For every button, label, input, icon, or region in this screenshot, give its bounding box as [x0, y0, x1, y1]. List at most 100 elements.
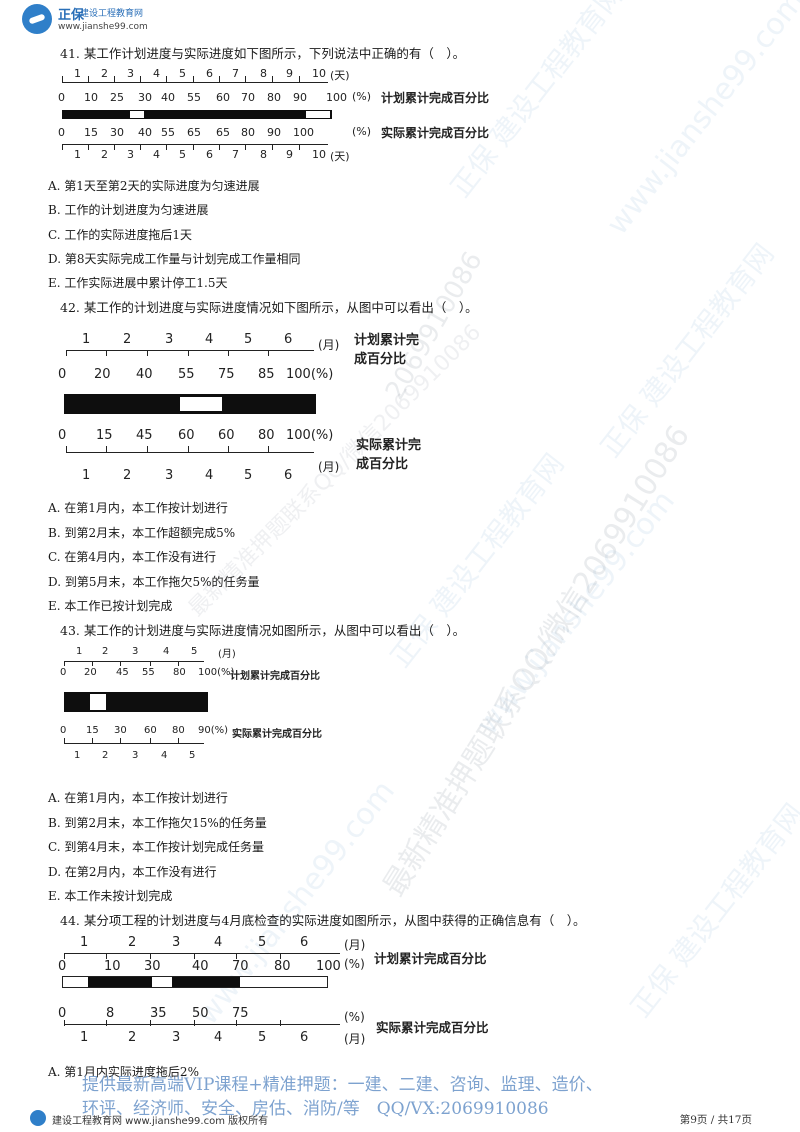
axis-label: 30 [144, 959, 161, 974]
axis-label: 60 [218, 428, 235, 443]
axis-label: 3 [127, 148, 134, 161]
axis-label: 90(%) [198, 725, 229, 736]
actual-unit: (%) [352, 125, 372, 138]
q42-option-a: A. 在第1月内，本工作按计划进行 [48, 501, 228, 515]
axis-label: 100 [326, 91, 347, 104]
axis-label: 100 [316, 959, 341, 974]
axis-label: 5 [258, 1030, 267, 1045]
axis-tick [120, 738, 121, 743]
q43-option-d: D. 在第2月内，本工作没有进行 [48, 865, 217, 879]
actual-unit: (%) [344, 1010, 365, 1024]
q43-option-c: C. 到第4月末，本工作按计划完成任务量 [48, 840, 265, 854]
axis-label: 6 [206, 67, 213, 80]
axis-tick [106, 1020, 107, 1026]
axis-label: 1 [80, 935, 89, 950]
plan-caption: 计划累计完成百分比 [374, 951, 487, 966]
axis-label: 10 [312, 148, 326, 161]
q42-option-d: D. 到第5月末，本工作拖欠5%的任务量 [48, 575, 260, 589]
axis-label: 15 [84, 126, 98, 139]
plan-unit: (%) [344, 957, 365, 971]
time-axis-bottom [64, 743, 204, 744]
axis-label: 1 [76, 646, 83, 657]
axis-label: 2 [101, 148, 108, 161]
q42-option-b: B. 到第2月末，本工作超额完成5% [48, 526, 236, 540]
axis-label: 1 [82, 332, 91, 347]
axis-tick [88, 144, 89, 150]
q41-option-c: C. 工作的实际进度拖后1天 [48, 228, 193, 242]
axis-tick [299, 144, 300, 150]
axis-label: 1 [82, 468, 91, 483]
plan-caption: 计划累计完成百分比 [381, 91, 490, 105]
logo-icon [22, 4, 52, 34]
axis-label: 5 [191, 646, 198, 657]
axis-label: 9 [286, 67, 293, 80]
question-43: 43. 某工作的计划进度与实际进度情况如图所示，从图中可以看出（ ）。 [60, 623, 466, 638]
axis-label: 80 [267, 91, 281, 104]
top-unit: (月) [218, 649, 236, 660]
bottom-unit: (月) [318, 460, 340, 474]
axis-label: 80 [274, 959, 291, 974]
axis-label: 60 [144, 725, 157, 736]
axis-label: 45 [116, 667, 129, 678]
axis-label: 4 [214, 1030, 223, 1045]
axis-tick [64, 953, 65, 959]
logo-name: 建设工程教育网 [80, 9, 144, 19]
axis-label: 0 [60, 667, 67, 678]
axis-label: 2 [102, 646, 109, 657]
axis-label: 35 [150, 1006, 167, 1021]
progress-gap [180, 397, 222, 411]
axis-tick [166, 76, 167, 82]
axis-label: 0 [58, 126, 65, 139]
axis-label: 2 [123, 468, 132, 483]
actual-caption: 成百分比 [356, 457, 409, 472]
axis-tick [188, 446, 189, 452]
axis-label: 10 [104, 959, 121, 974]
q43-option-b: B. 到第2月末，本工作拖欠15%的任务量 [48, 816, 267, 830]
progress-gap [90, 694, 106, 710]
axis-label: 80 [258, 428, 275, 443]
axis-label: 40 [161, 91, 175, 104]
q41-option-d: D. 第8天实际完成工作量与计划完成工作量相同 [48, 252, 301, 266]
axis-tick [236, 1020, 237, 1026]
axis-tick [150, 661, 151, 666]
axis-tick [178, 661, 179, 666]
axis-label: 5 [258, 935, 267, 950]
axis-label: 65 [216, 126, 230, 139]
progress-bar [62, 110, 332, 119]
axis-tick [194, 953, 195, 959]
axis-label: 4 [205, 468, 214, 483]
axis-label: 4 [205, 332, 214, 347]
axis-tick [272, 76, 273, 82]
axis-label: 3 [132, 646, 139, 657]
axis-label: 50 [192, 1006, 209, 1021]
axis-tick [219, 76, 220, 82]
axis-tick [147, 446, 148, 452]
axis-label: 2 [102, 750, 109, 761]
axis-tick [106, 446, 107, 452]
axis-tick [147, 350, 148, 356]
time-axis-top [62, 82, 328, 83]
axis-tick [150, 953, 151, 959]
axis-label: 15 [96, 428, 113, 443]
axis-tick [150, 1020, 151, 1026]
axis-tick [299, 76, 300, 82]
axis-tick [140, 76, 141, 82]
axis-tick [64, 1020, 65, 1026]
axis-tick [280, 953, 281, 959]
axis-tick [188, 350, 189, 356]
axis-label: 5 [179, 67, 186, 80]
axis-label: 30 [114, 725, 127, 736]
axis-label: 75 [218, 367, 235, 382]
axis-label: 55 [142, 667, 155, 678]
axis-tick [268, 446, 269, 452]
axis-label: 3 [172, 1030, 181, 1045]
logo-brand: 正保 [58, 8, 85, 23]
axis-tick [62, 76, 63, 82]
bottom-unit: (天) [330, 150, 350, 163]
progress-gap [130, 111, 144, 118]
axis-tick [228, 446, 229, 452]
axis-tick [268, 350, 269, 356]
question-41: 41. 某工作计划进度与实际进度如下图所示，下列说法中正确的有（ ）。 [60, 46, 466, 61]
axis-label: 7 [232, 67, 239, 80]
